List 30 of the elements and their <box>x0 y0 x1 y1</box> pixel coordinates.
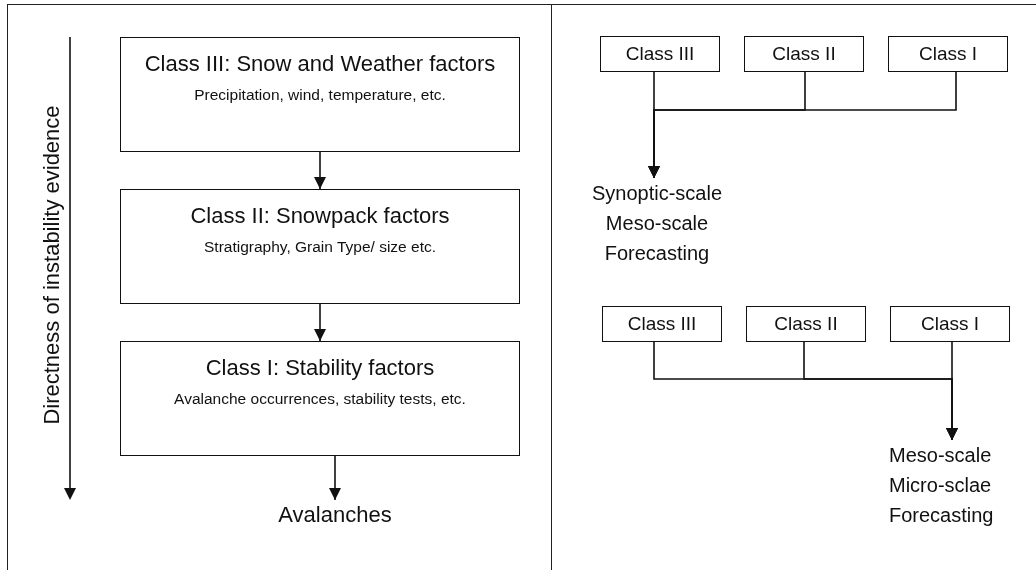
box-detail: Stratigraphy, Grain Type/ size etc. <box>204 237 436 257</box>
box-label: Class II <box>772 43 836 65</box>
box-label: Class III <box>627 313 697 335</box>
class-box <box>600 36 720 72</box>
axis-label: Directness of instability evidence <box>39 105 65 425</box>
arrow <box>314 151 326 190</box>
class-box <box>120 37 520 152</box>
class-box <box>120 189 520 304</box>
class-box <box>602 306 722 342</box>
class-box <box>890 306 1010 342</box>
box-heading: Class I: Stability factors <box>204 354 436 382</box>
class-box <box>120 341 520 456</box>
box-heading: Class III: Snow and Weather factors <box>143 50 497 78</box>
box-heading: Class II: Snowpack factors <box>189 202 451 230</box>
arrow <box>946 341 958 441</box>
outcome-text: Avalanches <box>278 501 392 529</box>
box-label: Class I <box>918 43 978 65</box>
class-box <box>888 36 1008 72</box>
box-detail: Avalanche occurrences, stability tests, etc. <box>174 389 466 409</box>
arrow <box>648 71 957 179</box>
box-label: Class III <box>625 43 695 65</box>
class-box <box>746 306 866 342</box>
arrow <box>314 303 326 342</box>
outcome-text: Synoptic-scale Meso-scale Forecasting <box>590 181 724 266</box>
outcome-text: Meso-scale Micro-sclae Forecasting <box>889 443 995 528</box>
box-detail: Precipitation, wind, temperature, etc. <box>194 85 446 105</box>
box-label: Class II <box>774 313 838 335</box>
box-label: Class I <box>920 313 980 335</box>
arrow <box>329 455 341 501</box>
class-box <box>744 36 864 72</box>
